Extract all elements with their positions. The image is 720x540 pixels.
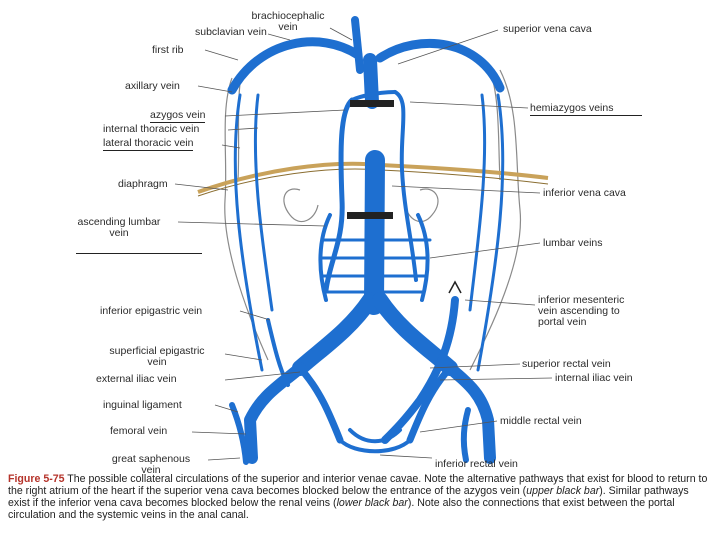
- vein-ascending-lumbar-l: [318, 213, 332, 302]
- label-first-rib: first rib: [152, 44, 184, 56]
- vein-hemiazygos: [393, 90, 418, 282]
- label-superior-vena-cava: superior vena cava: [503, 23, 592, 35]
- label-inferior-epigastric-vein: inferior epigastric vein: [100, 305, 203, 317]
- label-lateral-thoracic-vein: lateral thoracic vein: [103, 137, 194, 151]
- label-inferior-rectal-vein: inferior rectal vein: [435, 458, 518, 470]
- label-superficial-epigastric-vein: superficial epigastric vein: [109, 345, 205, 368]
- vein-internal-iliac-r: [406, 364, 454, 444]
- blank-answer-line: [76, 253, 202, 254]
- vein-internal-iliac-l: [296, 364, 344, 444]
- label-axillary-vein: axillary vein: [125, 80, 180, 92]
- vein-inferior-mesenteric: [381, 296, 459, 444]
- vein-common-iliac-l: [292, 292, 378, 376]
- label-femoral-vein: femoral vein: [110, 425, 168, 437]
- lower-black-bar: [347, 212, 393, 219]
- caption-upper-bar: upper black bar: [526, 485, 600, 497]
- inferior-mesenteric-arrow: [448, 280, 462, 294]
- label-inferior-vena-cava: inferior vena cava: [543, 187, 626, 199]
- label-ascending-lumbar-vein: ascending lumbar vein: [77, 216, 161, 239]
- label-azygos-vein: azygos vein: [150, 109, 206, 123]
- vein-external-iliac-l: [244, 362, 306, 464]
- label-inguinal-ligament: inguinal ligament: [103, 399, 182, 411]
- vein-azygos: [323, 97, 355, 293]
- caption-lower-bar: lower black bar: [336, 497, 408, 509]
- label-brachiocephalic-vein: brachiocephalic vein: [251, 10, 325, 33]
- caption-text-2: ). Similar pathways exist if the inferio…: [8, 485, 689, 509]
- vein-inferior-epigastric: [266, 318, 290, 387]
- vein-left-arch: [227, 37, 363, 95]
- label-diaphragm: diaphragm: [118, 178, 168, 190]
- label-inferior-mesenteric-vein: inferior mesenteric vein ascending to po…: [538, 294, 625, 328]
- caption-text-3: ). Note also the connections that exist …: [8, 497, 675, 521]
- vein-lateral-thoracic-r: [476, 93, 505, 372]
- vein-lateral-thoracic-l: [233, 93, 264, 372]
- vein-ascending-lumbar-r: [416, 213, 430, 302]
- vein-external-iliac-r: [444, 362, 496, 464]
- vein-azygos-arch: [350, 90, 397, 102]
- vein-lumbar-rungs: [318, 238, 432, 294]
- vein-right-arch: [375, 38, 505, 93]
- vein-internal-thoracic-r: [468, 93, 487, 312]
- upper-black-bar: [350, 100, 394, 107]
- label-external-iliac-vein: external iliac vein: [96, 373, 177, 385]
- label-internal-iliac-vein: internal iliac vein: [555, 372, 633, 384]
- vein-rectal-plexus: [338, 428, 412, 454]
- vein-brachiocephalic-upper: [351, 16, 364, 74]
- label-great-saphenous-vein: great saphenous vein: [111, 453, 191, 476]
- label-subclavian-vein: subclavian vein: [195, 26, 267, 38]
- label-lumbar-veins: lumbar veins: [543, 237, 603, 249]
- figure-number: Figure 5-75: [8, 473, 65, 485]
- leader-lines: [174, 27, 553, 461]
- label-middle-rectal-vein: middle rectal vein: [500, 415, 582, 427]
- vein-network: [227, 16, 505, 465]
- vein-inferior-vena-cava: [364, 150, 385, 315]
- caption-text-1: The possible collateral circulations of …: [8, 473, 708, 497]
- vein-great-saphenous-r: [460, 407, 471, 463]
- venous-collateral-diagram: [174, 16, 553, 465]
- label-internal-thoracic-vein: internal thoracic vein: [103, 123, 200, 135]
- figure-caption: Figure 5-75 The possible collateral circ…: [8, 473, 712, 521]
- label-hemiazygos-veins: hemiazygos veins: [530, 103, 642, 116]
- label-superior-rectal-vein: superior rectal vein: [522, 358, 611, 370]
- vein-internal-thoracic-l: [253, 93, 274, 312]
- vein-great-saphenous-l: [229, 402, 249, 465]
